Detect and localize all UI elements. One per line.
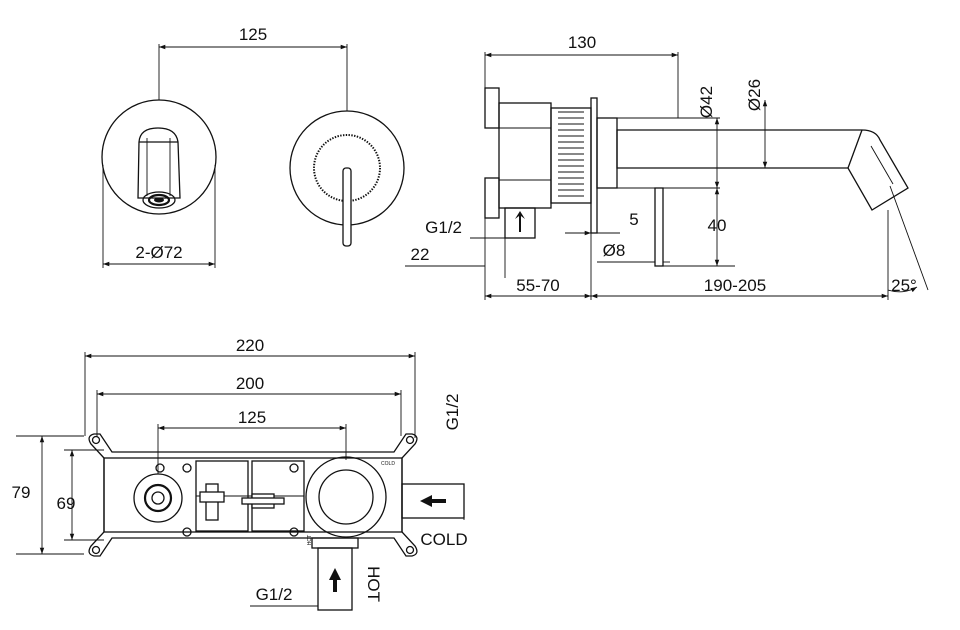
valve-body: [484, 87, 500, 129]
side-view: 130 Ø42 Ø26 40 G1/2 22 5 Ø8 55-70 190-2: [405, 33, 929, 300]
hot-label: HOT: [364, 566, 383, 602]
handle-diameter-dim: Ø8: [603, 241, 626, 260]
right-valve: [305, 456, 387, 538]
handle-lever: [342, 167, 352, 247]
inner-height-dim: 69: [57, 494, 76, 513]
spout-reach-dim: 190-205: [704, 276, 766, 295]
aerator: [142, 191, 176, 209]
wall-depth-dim: 55-70: [516, 276, 559, 295]
spout-side: [616, 129, 909, 211]
plate-thickness-dim: 5: [629, 210, 638, 229]
center-spacing-dim: 125: [238, 408, 266, 427]
front-view: 125 2-Ø72: [101, 25, 405, 268]
small-cold-label: COLD: [381, 461, 395, 467]
cold-thread-dim: G1/2: [443, 394, 462, 431]
side-width-dim: 130: [568, 33, 596, 52]
outer-width-dim: 220: [236, 336, 264, 355]
plate-diameter-dim: Ø42: [697, 86, 716, 118]
height-dim: 40: [708, 216, 727, 235]
front-spacing-dim: 125: [239, 25, 267, 44]
spout-diameter-dim: Ø26: [745, 79, 764, 111]
side-inlet-dim: G1/2: [425, 218, 462, 237]
body-view: COLD HOT 220 200 125 79 69: [12, 336, 468, 611]
front-diameter-dim: 2-Ø72: [135, 243, 182, 262]
offset-dim: 22: [411, 245, 430, 264]
thread-hatching: [558, 111, 584, 197]
cold-label: COLD: [420, 530, 467, 549]
spout-body: [137, 127, 181, 199]
spout-angle-dim: 25°: [891, 276, 917, 295]
small-hot-label: HOT: [307, 535, 313, 546]
inlet-stub: [504, 207, 536, 239]
left-valve: [133, 473, 183, 523]
inner-width-dim: 200: [236, 374, 264, 393]
handle-lever-side: [654, 187, 664, 267]
outer-height-dim: 79: [12, 483, 31, 502]
spout-rosette: [101, 99, 217, 215]
hot-thread-dim: G1/2: [256, 585, 293, 604]
wall-plate: [590, 97, 598, 234]
